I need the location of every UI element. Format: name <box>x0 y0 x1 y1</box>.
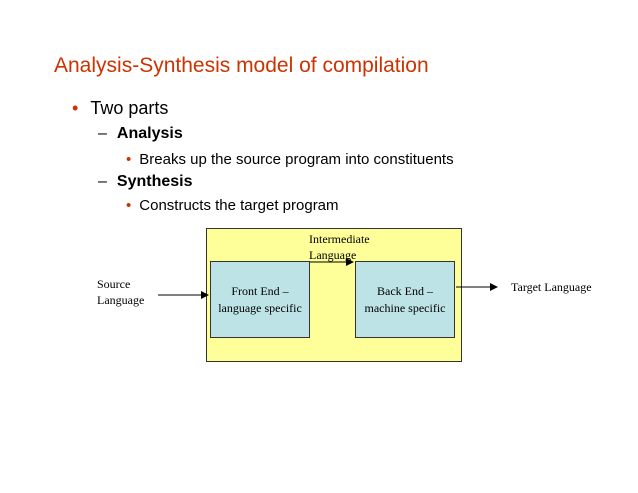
box-line: machine specific <box>364 300 446 315</box>
dash-marker: – <box>98 125 107 142</box>
box-line: Back End – <box>377 283 433 298</box>
detail-synthesis: • Constructs the target program <box>126 197 339 214</box>
detail-text: Breaks up the source program into consti… <box>139 151 454 168</box>
bullet-marker: • <box>126 151 132 168</box>
bullet-text: Two parts <box>90 98 169 118</box>
slide-title: Analysis-Synthesis model of compilation <box>54 54 429 77</box>
sub-bullet-synthesis: –Synthesis <box>98 173 193 191</box>
box-line: Front End – <box>231 283 289 298</box>
detail-analysis: • Breaks up the source program into const… <box>126 151 454 168</box>
bullet-two-parts: • Two parts <box>72 98 168 119</box>
source-language-label: Source Language <box>97 276 144 308</box>
back-end-box: Back End – machine specific <box>355 261 455 338</box>
sub-bullet-text: Synthesis <box>116 173 193 190</box>
label-line: Language <box>97 293 145 307</box>
box-line: language specific <box>218 300 302 315</box>
bullet-marker: • <box>72 98 79 118</box>
sub-bullet-text: Analysis <box>116 125 183 142</box>
label-line: Intermediate <box>309 232 370 246</box>
bullet-marker: • <box>126 197 132 214</box>
target-language-label: Target Language <box>511 280 592 294</box>
dash-marker: – <box>98 173 107 190</box>
intermediate-language-label: Intermediate Language <box>309 231 370 263</box>
detail-text: Constructs the target program <box>139 197 339 214</box>
label-line: Source <box>97 277 131 291</box>
front-end-box: Front End – language specific <box>210 261 310 338</box>
label-line: Language <box>309 248 357 262</box>
sub-bullet-analysis: –Analysis <box>98 125 183 143</box>
